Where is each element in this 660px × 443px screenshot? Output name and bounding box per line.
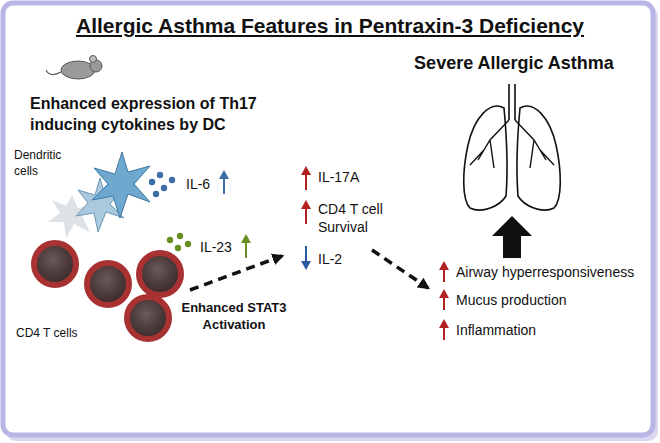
cytokine-label: IL-23 — [200, 238, 244, 256]
dashed-arrow — [190, 256, 282, 290]
increase-arrow — [439, 289, 449, 298]
right-lung — [517, 106, 560, 210]
t-cell — [127, 297, 169, 339]
cytokine-dot — [177, 233, 183, 239]
cytokine-dot — [157, 172, 163, 178]
cytokine-dot — [149, 179, 155, 185]
process-label: Enhanced STAT3 Activation — [176, 300, 292, 334]
increase-arrow — [305, 208, 307, 224]
decrease-arrow — [301, 261, 311, 270]
increase-arrow — [223, 178, 225, 194]
left-lung — [464, 106, 507, 210]
dashed-arrow — [372, 250, 428, 288]
increase-arrow — [443, 268, 445, 282]
increase-arrow — [219, 170, 229, 179]
cytokine-dot — [161, 185, 167, 191]
increase-arrow — [241, 234, 251, 243]
cytokine-dot — [167, 237, 173, 243]
cytokine-dot — [169, 177, 175, 183]
cytokine-dot — [153, 191, 159, 197]
increase-arrow — [301, 200, 311, 209]
cell-label: CD4 T cells — [16, 326, 116, 342]
cytokine-dot — [185, 241, 191, 247]
increase-arrow — [305, 174, 307, 190]
decrease-arrow — [305, 246, 307, 262]
heading-text: Enhanced expression of Th17 inducing cyt… — [30, 94, 280, 136]
mouse-ear — [90, 56, 97, 63]
big-up-arrow — [492, 216, 532, 258]
dendritic-cell — [92, 152, 150, 218]
t-cell — [34, 243, 76, 285]
title: Allergic Asthma Features in Pentraxin-3 … — [10, 12, 650, 39]
cell-label: Dendritic cells — [14, 148, 78, 179]
cytokine-label: IL-6 — [186, 175, 222, 193]
frame — [3, 3, 653, 435]
dendritic-cell — [48, 195, 92, 238]
symptom-label: Mucus production — [456, 291, 648, 309]
effect-label: IL-2 — [318, 250, 368, 268]
mouse-body — [61, 61, 95, 79]
increase-arrow — [439, 319, 449, 328]
effect-label: CD4 T cell Survival — [318, 200, 398, 236]
increase-arrow — [301, 166, 311, 175]
increase-arrow — [439, 261, 449, 270]
increase-arrow — [245, 242, 247, 258]
increase-arrow — [443, 326, 445, 340]
t-cell — [87, 263, 129, 305]
t-cell — [139, 253, 181, 295]
increase-arrow — [443, 296, 445, 310]
cytokine-dot — [175, 245, 181, 251]
trachea — [509, 84, 515, 120]
effect-label: IL-17A — [318, 168, 388, 186]
mouse-tail — [46, 70, 61, 75]
symptom-label: Inflammation — [456, 321, 648, 339]
outcome-heading: Severe Allergic Asthma — [396, 52, 632, 75]
bronchi — [470, 120, 554, 168]
symptom-label: Airway hyperresponsiveness — [456, 263, 648, 281]
